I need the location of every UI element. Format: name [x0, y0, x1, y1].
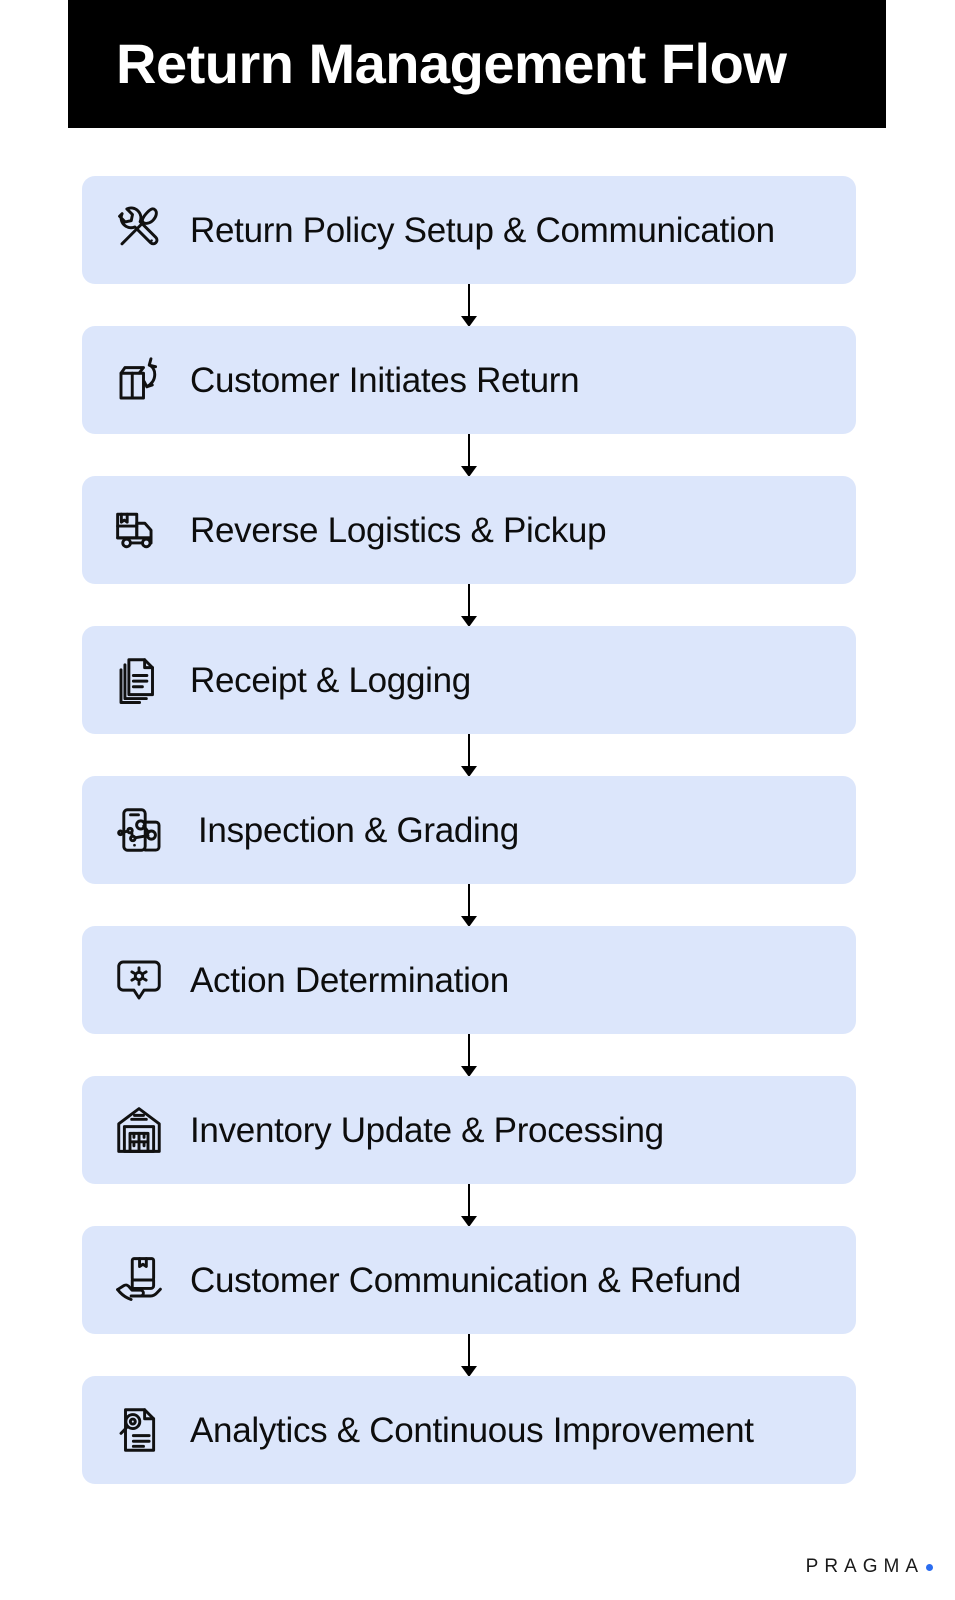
down-arrow-icon	[461, 916, 477, 927]
document-analytics-icon	[110, 1401, 168, 1459]
flow-step-label: Inventory Update & Processing	[190, 1110, 664, 1150]
flow-step-label: Reverse Logistics & Pickup	[190, 510, 607, 550]
connector-line	[468, 734, 470, 768]
flow-step-label: Receipt & Logging	[190, 660, 471, 700]
flow-step-1[interactable]: Return Policy Setup & Communication	[82, 176, 856, 284]
box-return-arrow-icon	[110, 351, 168, 409]
page-title: Return Management Flow	[116, 32, 787, 95]
flow-step-6[interactable]: Action Determination	[82, 926, 856, 1034]
flow-connector-4	[82, 734, 856, 777]
flow-step-label: Return Policy Setup & Communication	[190, 210, 775, 250]
flow-step-8[interactable]: Customer Communication & Refund	[82, 1226, 856, 1334]
connector-line	[468, 284, 470, 318]
flow-connector-1	[82, 284, 856, 327]
stacked-documents-icon	[110, 651, 168, 709]
down-arrow-icon	[461, 766, 477, 777]
flow-step-4[interactable]: Receipt & Logging	[82, 626, 856, 734]
flow-step-7[interactable]: Inventory Update & Processing	[82, 1076, 856, 1184]
warehouse-boxes-icon	[110, 1101, 168, 1159]
hand-holding-package-icon	[110, 1251, 168, 1309]
connector-line	[468, 584, 470, 618]
flow-connector-8	[82, 1334, 856, 1377]
flow-step-5[interactable]: Inspection & Grading	[82, 776, 856, 884]
down-arrow-icon	[461, 466, 477, 477]
wrench-screwdriver-icon	[110, 201, 168, 259]
flow-connector-3	[82, 584, 856, 627]
devices-inspection-icon	[110, 801, 168, 859]
flow-connector-6	[82, 1034, 856, 1077]
connector-line	[468, 1034, 470, 1068]
title-bar: Return Management Flow	[68, 0, 886, 128]
down-arrow-icon	[461, 1216, 477, 1227]
down-arrow-icon	[461, 1066, 477, 1077]
brand-name: PRAGMA	[805, 1556, 924, 1577]
down-arrow-icon	[461, 1366, 477, 1377]
delivery-truck-boxes-icon	[110, 501, 168, 559]
flow-step-3[interactable]: Reverse Logistics & Pickup	[82, 476, 856, 584]
flow-connector-5	[82, 884, 856, 927]
down-arrow-icon	[461, 316, 477, 327]
flow-step-label: Inspection & Grading	[198, 810, 519, 850]
flow-step-label: Analytics & Continuous Improvement	[190, 1410, 754, 1450]
flow-step-label: Action Determination	[190, 960, 509, 1000]
connector-line	[468, 1184, 470, 1218]
flow-step-label: Customer Initiates Return	[190, 360, 580, 400]
down-arrow-icon	[461, 616, 477, 627]
brand-dot-icon	[926, 1564, 933, 1571]
flow-step-9[interactable]: Analytics & Continuous Improvement	[82, 1376, 856, 1484]
brand-logo: PRAGMA	[806, 1556, 933, 1578]
flow-steps-container: Return Policy Setup & Communication Cust…	[82, 176, 856, 1484]
connector-line	[468, 884, 470, 918]
connector-line	[468, 1334, 470, 1368]
flow-step-label: Customer Communication & Refund	[190, 1260, 741, 1300]
flow-step-2[interactable]: Customer Initiates Return	[82, 326, 856, 434]
flow-connector-2	[82, 434, 856, 477]
connector-line	[468, 434, 470, 468]
speech-bubble-gear-icon	[110, 951, 168, 1009]
flow-connector-7	[82, 1184, 856, 1227]
